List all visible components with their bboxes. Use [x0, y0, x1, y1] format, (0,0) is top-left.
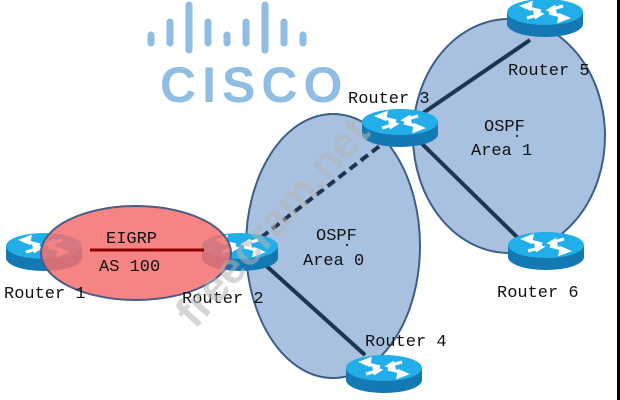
ospf-area-1-label: OSPF — [484, 118, 525, 137]
router-2-label: Router 2 — [182, 290, 264, 309]
cisco-logo: CISCO — [147, 1, 348, 113]
router-3-label: Router 3 — [348, 90, 430, 109]
eigrp-as-label: AS 100 — [99, 258, 160, 277]
router-5-icon[interactable] — [505, 0, 585, 39]
router-4-label: Router 4 — [365, 333, 447, 352]
eigrp-as-100-region — [40, 205, 232, 301]
router-1-label: Router 1 — [4, 285, 86, 304]
frame-border — [617, 0, 620, 400]
cisco-logo-text: CISCO — [160, 57, 348, 113]
router-5-label: Router 5 — [508, 62, 590, 81]
ospf-area-0-name: Area 0 — [303, 252, 364, 271]
router-4-icon[interactable] — [344, 353, 424, 395]
link-r2-r3 — [248, 136, 392, 248]
ospf-area-0-label: OSPF — [316, 227, 357, 246]
area-1-dot — [515, 134, 519, 138]
cisco-logo-bars-icon — [147, 1, 307, 54]
router-6-icon[interactable] — [506, 230, 586, 272]
link-r3-r6 — [408, 130, 522, 242]
link-r2-r4 — [260, 260, 367, 357]
ospf-area-1-name: Area 1 — [471, 142, 532, 161]
router-6-label: Router 6 — [497, 284, 579, 303]
area-0-dot — [345, 243, 349, 247]
eigrp-label: EIGRP — [106, 230, 157, 249]
link-r3-r5 — [408, 38, 532, 124]
